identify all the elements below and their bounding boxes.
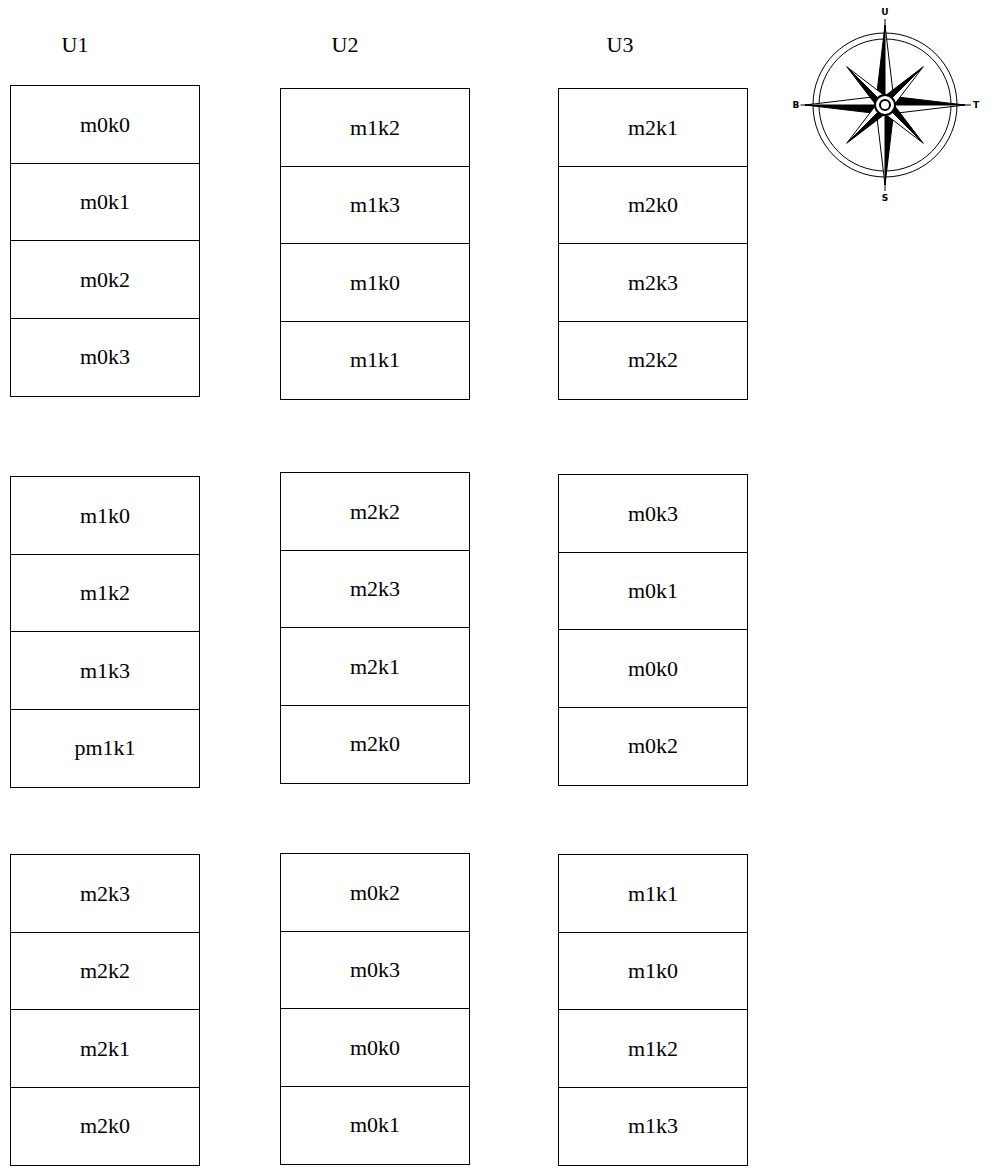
cell-label: m0k0 <box>350 1035 400 1061</box>
memory-cell: m0k0 <box>280 1008 470 1087</box>
memory-cell: m1k1 <box>558 854 748 933</box>
memory-cell: m2k3 <box>558 243 748 322</box>
memory-cell: m1k3 <box>10 631 200 710</box>
memory-cell: m0k2 <box>10 240 200 319</box>
cell-label: pm1k1 <box>74 735 135 761</box>
memory-cell: m1k0 <box>558 932 748 1011</box>
cell-label: m1k2 <box>350 115 400 141</box>
compass-letter: B <box>792 100 801 110</box>
memory-cell: pm1k1 <box>10 709 200 788</box>
memory-cell: m1k2 <box>280 88 470 167</box>
cell-label: m0k3 <box>80 344 130 370</box>
cell-label: m2k2 <box>80 958 130 984</box>
cell-label: m2k0 <box>628 192 678 218</box>
cell-label: m0k0 <box>80 112 130 138</box>
memory-cell: m1k3 <box>558 1087 748 1166</box>
cell-label: m2k3 <box>80 881 130 907</box>
memory-cell: m0k3 <box>10 318 200 397</box>
cell-label: m1k2 <box>628 1036 678 1062</box>
cell-label: m0k0 <box>628 656 678 682</box>
cell-label: m0k2 <box>80 267 130 293</box>
memory-cell: m1k2 <box>10 554 200 633</box>
cell-label: m2k2 <box>628 347 678 373</box>
memory-cell: m0k1 <box>558 552 748 631</box>
cell-label: m1k3 <box>80 658 130 684</box>
cell-label: m0k3 <box>350 957 400 983</box>
cell-label: m2k1 <box>628 115 678 141</box>
cell-label: m1k1 <box>350 347 400 373</box>
memory-cell: m0k2 <box>558 707 748 786</box>
cell-label: m1k0 <box>80 503 130 529</box>
memory-cell: m2k2 <box>558 321 748 400</box>
cell-label: m2k1 <box>350 654 400 680</box>
cell-label: m2k3 <box>628 270 678 296</box>
memory-cell: m2k2 <box>280 472 470 551</box>
memory-cell: m2k3 <box>280 550 470 629</box>
cell-label: m2k2 <box>350 499 400 525</box>
memory-cell: m2k1 <box>280 627 470 706</box>
compass-letter: T <box>972 100 980 110</box>
memory-cell: m0k2 <box>280 853 470 932</box>
column-header: U3 <box>607 32 634 58</box>
cell-label: m0k2 <box>350 880 400 906</box>
cell-label: m1k1 <box>628 881 678 907</box>
memory-cell: m2k2 <box>10 932 200 1011</box>
memory-cell: m0k3 <box>280 931 470 1010</box>
memory-cell: m0k1 <box>280 1086 470 1165</box>
cell-label: m1k2 <box>80 580 130 606</box>
memory-cell: m2k0 <box>10 1087 200 1166</box>
cell-label: m1k0 <box>628 958 678 984</box>
cell-label: m0k1 <box>80 189 130 215</box>
memory-cell: m2k0 <box>558 166 748 245</box>
compass-letter: U <box>880 7 889 17</box>
memory-cell: m1k2 <box>558 1009 748 1088</box>
cell-label: m0k2 <box>628 733 678 759</box>
cell-label: m2k1 <box>80 1036 130 1062</box>
memory-cell: m1k0 <box>10 476 200 555</box>
memory-cell: m1k0 <box>280 243 470 322</box>
compass-letter: S <box>881 193 889 203</box>
memory-cell: m2k1 <box>558 88 748 167</box>
cell-label: m2k3 <box>350 576 400 602</box>
memory-cell: m2k1 <box>10 1009 200 1088</box>
cell-label: m1k3 <box>628 1113 678 1139</box>
memory-cell: m2k0 <box>280 705 470 784</box>
memory-cell: m2k3 <box>10 854 200 933</box>
cell-label: m2k0 <box>350 731 400 757</box>
cell-label: m0k3 <box>628 501 678 527</box>
cell-label: m1k3 <box>350 192 400 218</box>
memory-cell: m0k3 <box>558 474 748 553</box>
memory-cell: m1k1 <box>280 321 470 400</box>
cell-label: m0k1 <box>628 578 678 604</box>
memory-cell: m0k0 <box>558 629 748 708</box>
memory-cell: m0k0 <box>10 85 200 164</box>
cell-label: m1k0 <box>350 270 400 296</box>
column-header: U2 <box>332 32 359 58</box>
cell-label: m2k0 <box>80 1113 130 1139</box>
column-header: U1 <box>62 32 89 58</box>
memory-cell: m1k3 <box>280 166 470 245</box>
cell-label: m0k1 <box>350 1112 400 1138</box>
memory-cell: m0k1 <box>10 163 200 242</box>
